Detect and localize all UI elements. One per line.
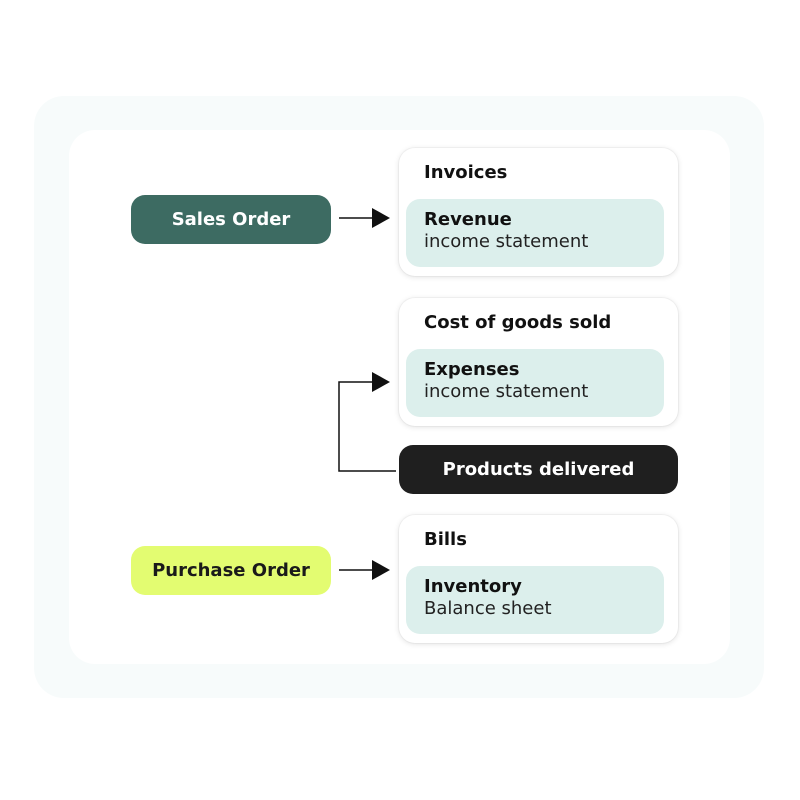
inner-sub: income statement [424,231,589,252]
inner-sub: Balance sheet [424,598,552,619]
inner-label: Inventory [424,576,522,597]
inner-sub: income statement [424,381,589,402]
sales-order-node: Sales Order [131,195,331,244]
card-title: Cost of goods sold [424,312,612,333]
cost-of-goods-card: Cost of goods sold Expenses income state… [399,298,678,426]
bills-card: Bills Inventory Balance sheet [399,515,678,643]
inventory-box: Inventory Balance sheet [406,566,664,634]
products-delivered-node: Products delivered [399,445,678,494]
inner-label: Expenses [424,359,520,380]
invoices-card: Invoices Revenue income statement [399,148,678,276]
expenses-box: Expenses income statement [406,349,664,417]
purchase-order-node: Purchase Order [131,546,331,595]
inner-label: Revenue [424,209,512,230]
card-title: Bills [424,529,467,550]
card-title: Invoices [424,162,508,183]
revenue-box: Revenue income statement [406,199,664,267]
